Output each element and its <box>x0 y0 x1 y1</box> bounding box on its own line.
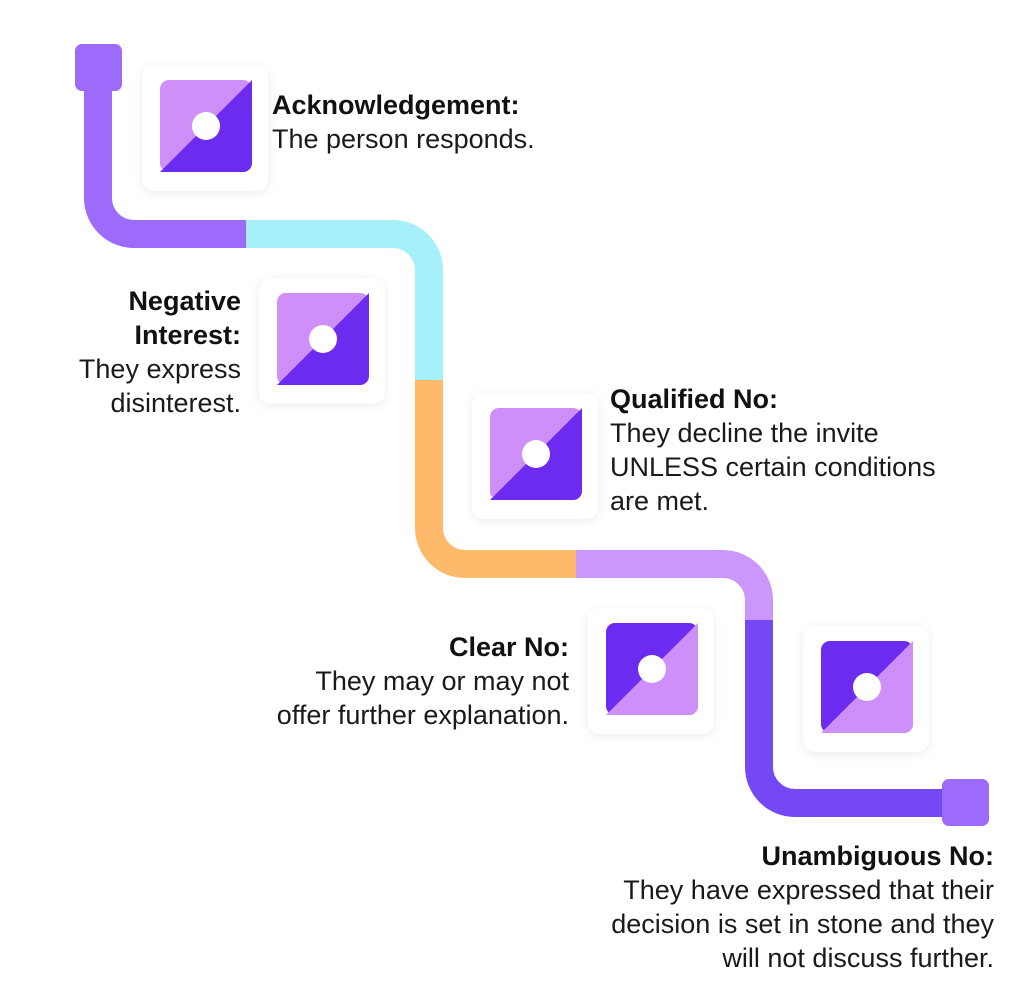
step-negative-interest: Negative Interest: They express disinter… <box>79 284 241 420</box>
step-description-line-1: They decline the invite <box>610 418 879 448</box>
step-description-line-2: decision is set in stone and they <box>611 909 994 939</box>
step-acknowledgement: Acknowledgement: The person responds. <box>272 88 535 156</box>
step-description-line-2: disinterest. <box>110 388 241 418</box>
step-description-line-3: will not discuss further. <box>722 943 994 973</box>
icon-card-qualified-no <box>472 393 598 519</box>
step-description-line-2: offer further explanation. <box>276 700 569 730</box>
circle-in-diamond-icon <box>490 408 582 500</box>
circle-in-diamond-icon <box>821 641 913 733</box>
path-segment-violet <box>745 620 950 817</box>
step-qualified-no: Qualified No: They decline the invite UN… <box>610 382 936 518</box>
step-title: Qualified No: <box>610 384 778 414</box>
step-title-line-2: Interest: <box>134 320 241 350</box>
step-description-line-3: are met. <box>610 486 710 516</box>
path-start-cap <box>75 44 122 91</box>
path-line <box>84 80 950 817</box>
step-clear-no: Clear No: They may or may not offer furt… <box>277 630 569 732</box>
circle-in-diamond-icon <box>160 80 252 172</box>
step-title-line-1: Negative <box>128 286 241 316</box>
icon-card-acknowledgement <box>142 65 268 191</box>
step-description-line-2: UNLESS certain conditions <box>610 452 936 482</box>
path-segment-orange <box>415 380 576 578</box>
step-title: Unambiguous No: <box>761 841 994 871</box>
step-description-line-1: They may or may not <box>315 666 569 696</box>
path-segment-purple <box>84 80 246 248</box>
circle-in-diamond-icon <box>277 293 369 385</box>
icon-card-clear-no <box>588 608 714 734</box>
step-unambiguous-no: Unambiguous No: They have expressed that… <box>611 839 994 975</box>
path-end-cap <box>942 779 989 826</box>
circle-in-diamond-icon <box>606 623 698 715</box>
step-description: The person responds. <box>272 124 535 154</box>
icon-card-negative-interest <box>259 278 385 404</box>
step-description-line-1: They have expressed that their <box>623 875 994 905</box>
path-segment-cyan <box>246 220 443 380</box>
icon-card-unambiguous-no <box>803 626 929 752</box>
step-title: Acknowledgement: <box>272 90 520 120</box>
path-segment-lavender <box>576 550 773 620</box>
step-title: Clear No: <box>448 632 569 662</box>
step-description-line-1: They express <box>78 354 241 384</box>
